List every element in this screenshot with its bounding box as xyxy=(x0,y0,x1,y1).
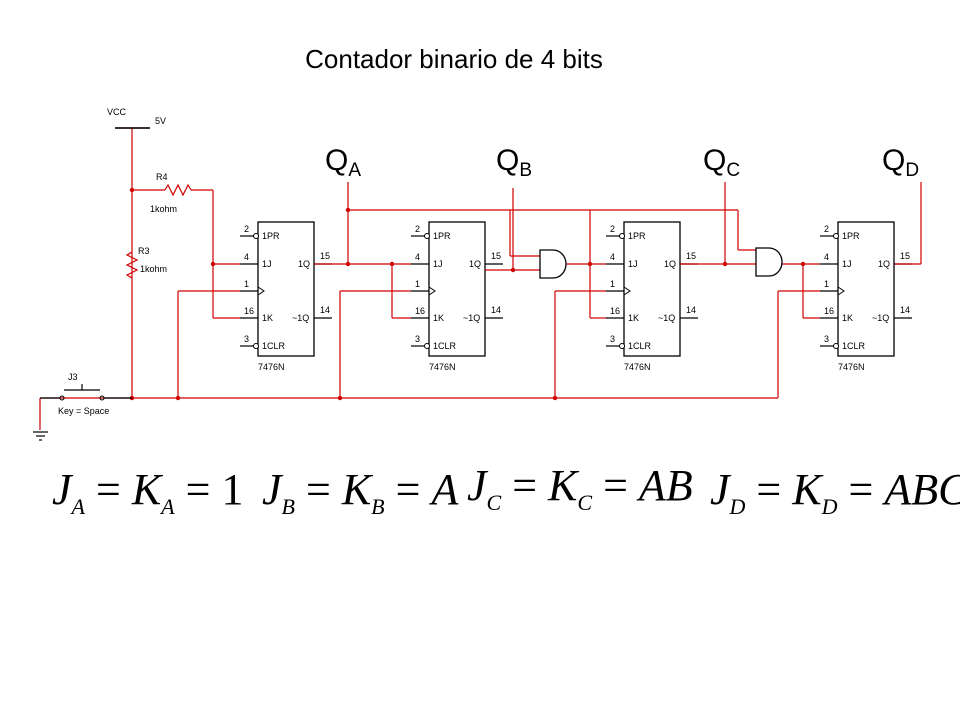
pin-number-j: 4 xyxy=(415,252,420,262)
r3-label: R3 xyxy=(138,246,150,256)
pin-label-pr: 1PR xyxy=(842,231,860,241)
pin-number-clk: 1 xyxy=(415,279,420,289)
inversion-bubble xyxy=(833,343,839,349)
pin-label-clr: 1CLR xyxy=(842,341,866,351)
pin-number-qn: 14 xyxy=(900,305,910,315)
part-number: 7476N xyxy=(838,362,865,372)
inversion-bubble xyxy=(253,343,259,349)
pin-label-j: 1J xyxy=(433,259,443,269)
pin-number-pr: 2 xyxy=(824,224,829,234)
pin-label-k: 1K xyxy=(262,313,273,323)
pin-number-j: 4 xyxy=(610,252,615,262)
part-number: 7476N xyxy=(624,362,651,372)
inversion-bubble xyxy=(619,343,625,349)
pin-number-q: 15 xyxy=(686,251,696,261)
pin-number-clr: 3 xyxy=(244,334,249,344)
pin-number-qn: 14 xyxy=(320,305,330,315)
pin-number-q: 15 xyxy=(491,251,501,261)
vcc-value: 5V xyxy=(155,116,166,126)
pin-number-j: 4 xyxy=(244,252,249,262)
diagram-title: Contador binario de 4 bits xyxy=(305,44,603,74)
clock-triangle xyxy=(837,286,845,296)
junction-dots xyxy=(129,187,806,401)
pin-number-clk: 1 xyxy=(824,279,829,289)
r4-label: R4 xyxy=(156,172,168,182)
pin-label-qn: ~1Q xyxy=(463,313,480,323)
inversion-bubble xyxy=(424,233,430,239)
pin-label-q: 1Q xyxy=(664,259,676,269)
part-number: 7476N xyxy=(258,362,285,372)
pin-number-q: 15 xyxy=(900,251,910,261)
pin-label-pr: 1PR xyxy=(628,231,646,241)
output-label-qa: QA xyxy=(325,144,362,181)
flipflop-4: 2 1PR 4 1J 1 16 1K 3 1CLR 15 1Q 14 ~1Q 7476N xyxy=(820,221,912,372)
pin-label-qn: ~1Q xyxy=(872,313,889,323)
pin-label-qn: ~1Q xyxy=(292,313,309,323)
pin-number-clr: 3 xyxy=(610,334,615,344)
pin-number-pr: 2 xyxy=(610,224,615,234)
switch-j3: J3 Key = Space xyxy=(40,372,132,416)
pin-label-k: 1K xyxy=(842,313,853,323)
inversion-bubble xyxy=(833,233,839,239)
pin-number-k: 16 xyxy=(610,306,620,316)
pin-label-pr: 1PR xyxy=(433,231,451,241)
pin-label-q: 1Q xyxy=(469,259,481,269)
pin-number-clk: 1 xyxy=(244,279,249,289)
pin-label-j: 1J xyxy=(262,259,272,269)
part-number: 7476N xyxy=(429,362,456,372)
pin-number-k: 16 xyxy=(415,306,425,316)
equation-c: JC = KC = AB xyxy=(467,461,693,515)
pin-number-j: 4 xyxy=(824,252,829,262)
pin-label-q: 1Q xyxy=(298,259,310,269)
pin-number-pr: 2 xyxy=(415,224,420,234)
pin-label-clr: 1CLR xyxy=(433,341,457,351)
flipflop-1: 2 1PR 4 1J 1 16 1K 3 1CLR 15 1Q 14 ~1Q 7476N xyxy=(240,221,332,372)
pin-label-clr: 1CLR xyxy=(262,341,286,351)
pin-label-j: 1J xyxy=(628,259,638,269)
vcc-symbol: VCC 5V xyxy=(107,107,166,129)
pin-label-k: 1K xyxy=(433,313,444,323)
inversion-bubble xyxy=(619,233,625,239)
flipflop-3: 2 1PR 4 1J 1 16 1K 3 1CLR 15 1Q 14 ~1Q 7476N xyxy=(606,221,698,372)
r3-value: 1kohm xyxy=(140,264,167,274)
ground-icon xyxy=(33,431,48,441)
clock-triangle xyxy=(428,286,436,296)
pin-label-qn: ~1Q xyxy=(658,313,675,323)
output-label-qc: QC xyxy=(703,144,741,181)
inversion-bubble xyxy=(253,233,259,239)
pin-number-k: 16 xyxy=(244,306,254,316)
clock-triangle xyxy=(623,286,631,296)
wires xyxy=(39,127,922,430)
inversion-bubble xyxy=(424,343,430,349)
pin-number-qn: 14 xyxy=(491,305,501,315)
pin-number-q: 15 xyxy=(320,251,330,261)
pin-label-j: 1J xyxy=(842,259,852,269)
pin-number-clr: 3 xyxy=(824,334,829,344)
flipflop-group: 21PR41J1161K31CLR151Q14~1Q7476N21PR41J11… xyxy=(240,221,912,372)
switch-label: J3 xyxy=(68,372,78,382)
output-label-qb: QB xyxy=(496,144,533,181)
pin-number-clr: 3 xyxy=(415,334,420,344)
pin-number-k: 16 xyxy=(824,306,834,316)
equation-a: JA = KA = 1 xyxy=(52,465,244,519)
pin-label-pr: 1PR xyxy=(262,231,280,241)
r4-value: 1kohm xyxy=(150,204,177,214)
equation-d: JD = KD = ABC xyxy=(710,465,960,519)
switch-key: Key = Space xyxy=(58,406,109,416)
pin-number-qn: 14 xyxy=(686,305,696,315)
pin-number-pr: 2 xyxy=(244,224,249,234)
clock-triangle xyxy=(257,286,265,296)
pin-label-clr: 1CLR xyxy=(628,341,652,351)
pin-label-k: 1K xyxy=(628,313,639,323)
vcc-label: VCC xyxy=(107,107,127,117)
flipflop-2: 2 1PR 4 1J 1 16 1K 3 1CLR 15 1Q 14 ~1Q 7476N xyxy=(411,221,503,372)
pin-label-q: 1Q xyxy=(878,259,890,269)
and-gate-1 xyxy=(539,249,567,279)
output-label-qd: QD xyxy=(882,144,920,181)
pin-number-clk: 1 xyxy=(610,279,615,289)
equation-b: JB = KB = A xyxy=(262,465,459,519)
and-gate-2 xyxy=(755,247,783,277)
